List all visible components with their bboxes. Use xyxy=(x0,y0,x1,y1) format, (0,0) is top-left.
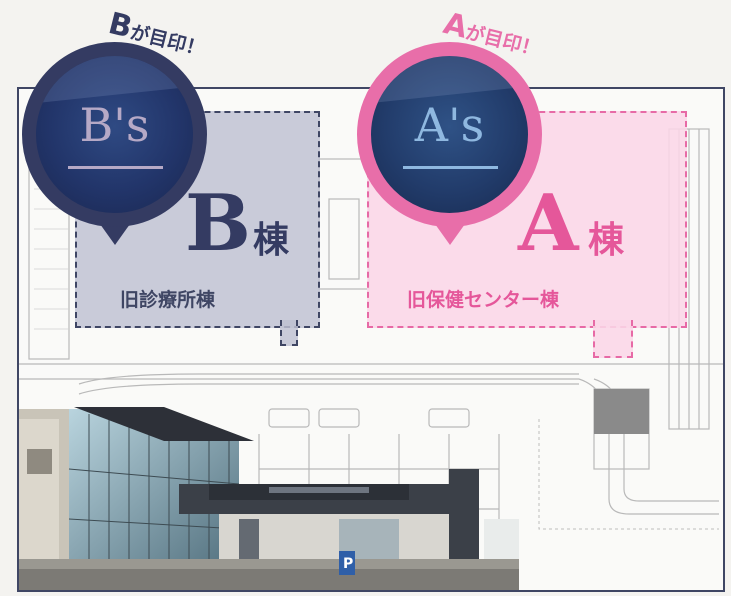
a-building-suffix: 棟 xyxy=(588,220,625,261)
a-sign-text: A's xyxy=(414,98,485,152)
a-building-letter: A xyxy=(518,178,579,269)
sign-underline xyxy=(403,166,498,169)
sign-underline xyxy=(68,166,163,169)
b-sign-text: B's xyxy=(79,98,150,152)
building-photo: P xyxy=(19,407,519,590)
b-building-zone-tab xyxy=(280,320,298,346)
a-sign-pin: A's xyxy=(357,42,542,252)
b-building-suffix: 棟 xyxy=(253,220,290,261)
parking-sign: P xyxy=(343,556,353,572)
a-sign-photo: A's xyxy=(357,42,542,227)
b-building-subtitle: 旧診療所棟 xyxy=(120,289,216,311)
a-building-zone-extension xyxy=(593,320,633,358)
b-sign-pin: B's xyxy=(22,42,207,252)
a-building-subtitle: 旧保健センター棟 xyxy=(407,289,560,311)
b-building-letter: B xyxy=(185,178,251,269)
b-sign-photo: B's xyxy=(22,42,207,227)
